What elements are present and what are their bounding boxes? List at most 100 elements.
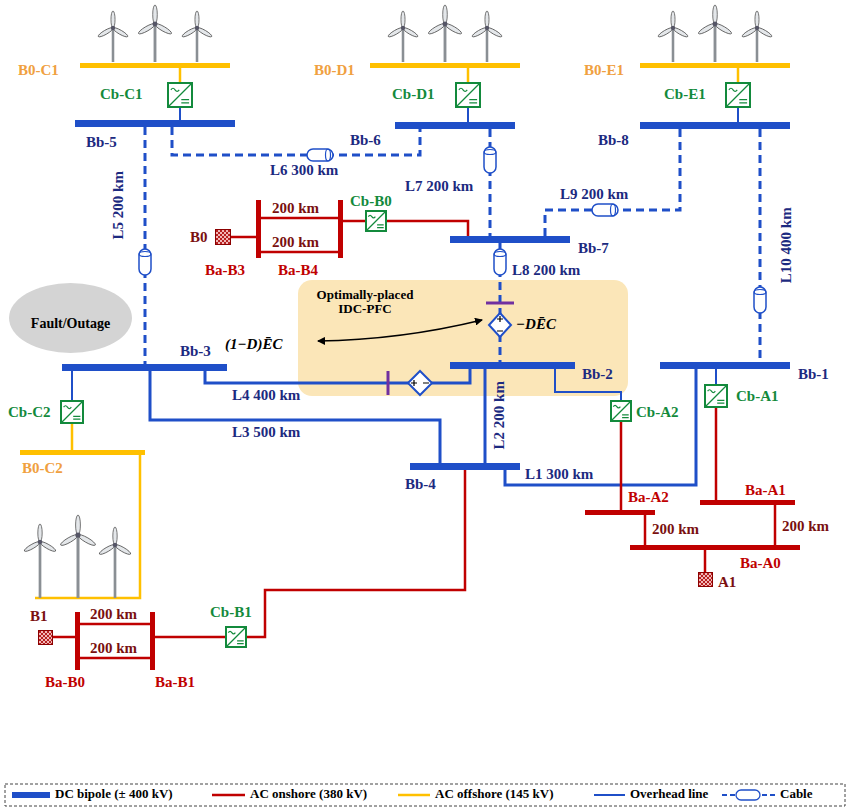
- legend-border: [5, 784, 845, 806]
- busbar: Bb-5: [75, 120, 235, 127]
- dc-mark: [622, 415, 629, 418]
- converter-diagonal: [62, 402, 82, 422]
- busbar: Ba-A2: [585, 510, 655, 515]
- ac-line: [704, 550, 707, 572]
- turbine-tower: [77, 535, 80, 598]
- node-label: Bb-4: [405, 476, 436, 493]
- line-label: 200 km: [652, 521, 699, 538]
- dc-link: [715, 369, 717, 384]
- converter-outline: [366, 211, 386, 231]
- generator-symbol: B1: [38, 630, 53, 645]
- busbar: Bb-1: [660, 362, 790, 369]
- generator-symbol: B0: [215, 229, 231, 245]
- legend-text: Cable: [780, 787, 813, 801]
- busbar: Ba-B3: [256, 200, 261, 258]
- turbine-hub: [111, 26, 115, 30]
- ac-line: [155, 636, 225, 639]
- line-label: 200 km: [782, 518, 829, 535]
- node-label: B0-C2: [22, 460, 63, 477]
- generator-square: [216, 230, 231, 245]
- busbar: Ba-B1: [150, 612, 155, 670]
- node-label: Ba-B4: [278, 262, 318, 279]
- node-label: Cb-C2: [8, 404, 51, 421]
- converter-symbol: [704, 384, 728, 408]
- busbar: Ba-B4: [338, 200, 343, 258]
- busbar: B0-E1: [640, 63, 790, 68]
- ac-line: [247, 470, 465, 637]
- legend-ac-sample: [212, 794, 245, 797]
- ac-line: [80, 623, 150, 626]
- legend-offshore-sample: [398, 794, 430, 797]
- ac-line: [261, 251, 338, 254]
- generator-square: [39, 631, 53, 645]
- node-label: Ba-B3: [205, 262, 245, 279]
- generator-drawing: [38, 630, 53, 645]
- cable-end: [611, 204, 616, 216]
- cable-symbol: [307, 149, 333, 161]
- turbine-blade: [153, 5, 158, 24]
- line-label: L9 200 km: [560, 186, 628, 203]
- node-label: Fault/Outage: [31, 316, 110, 331]
- ac-line: [343, 220, 365, 223]
- turbine-blade: [485, 11, 489, 28]
- converter-diagonal: [367, 212, 385, 230]
- turbine-blade: [713, 5, 718, 24]
- converter-outline: [61, 401, 83, 423]
- generator-drawing: [698, 572, 713, 587]
- node-label: Bb-5: [86, 134, 117, 151]
- line-label: 200 km: [90, 640, 137, 657]
- line-label: L8 200 km: [512, 262, 580, 279]
- turbine-hub: [38, 540, 43, 545]
- ac-line: [231, 236, 256, 239]
- cable-end: [139, 252, 151, 257]
- legend-cable-symbol: [736, 790, 760, 800]
- ac-mark: [64, 406, 72, 409]
- dc-mark: [717, 400, 724, 403]
- node-label: Bb-7: [578, 240, 609, 257]
- line-label: 200 km: [272, 200, 319, 217]
- converter-symbol: [365, 210, 387, 232]
- node-label: Cb-E1: [664, 86, 706, 103]
- node-label: Cb-A1: [736, 388, 779, 405]
- source-polarity: [497, 316, 503, 331]
- legend-overhead-sample: [594, 794, 625, 796]
- offshore-feeder: [35, 455, 140, 598]
- ac-mark: [171, 88, 179, 91]
- busbar: Bb-2: [450, 362, 575, 369]
- line-label: L10 400 km: [778, 207, 795, 283]
- dc-mark: [377, 225, 384, 228]
- cable-end: [494, 252, 506, 257]
- converter-box: Cb-C2: [60, 400, 84, 424]
- node-label: Cb-B0: [350, 193, 392, 210]
- coupling-arrow: [318, 320, 482, 341]
- converter-diagonal: [169, 84, 191, 106]
- ac-line: [80, 657, 150, 660]
- turbine-blade: [111, 11, 115, 28]
- turbine-hub: [153, 22, 158, 27]
- overhead-line: [484, 369, 487, 463]
- busbar: Bb-6: [395, 122, 515, 129]
- ac-line: [261, 217, 338, 220]
- converter-outline: [705, 385, 727, 407]
- turbine-hub: [485, 26, 489, 30]
- node-label: Cb-A2: [636, 404, 679, 421]
- turbine-blade: [671, 11, 675, 28]
- busbar: Bb-7: [450, 236, 570, 243]
- node-label: Ba-A2: [628, 489, 669, 506]
- line-label: L2 200 km: [491, 381, 508, 449]
- cable-end: [754, 290, 766, 295]
- source-label: −DĒC: [516, 316, 556, 333]
- legend-dc-sample: [12, 792, 50, 798]
- offshore-ac-line: [737, 68, 740, 82]
- cable-line: [545, 129, 680, 236]
- ac-mark: [613, 405, 620, 408]
- turbine-tower: [756, 28, 759, 62]
- turbine-hub: [195, 26, 199, 30]
- ac-mark: [459, 88, 467, 91]
- cable-line: [489, 129, 492, 236]
- ac-mark: [729, 88, 737, 91]
- node-label: Bb-6: [350, 132, 381, 149]
- turbine-tower: [196, 28, 199, 62]
- converter-box: Cb-A1: [704, 384, 728, 408]
